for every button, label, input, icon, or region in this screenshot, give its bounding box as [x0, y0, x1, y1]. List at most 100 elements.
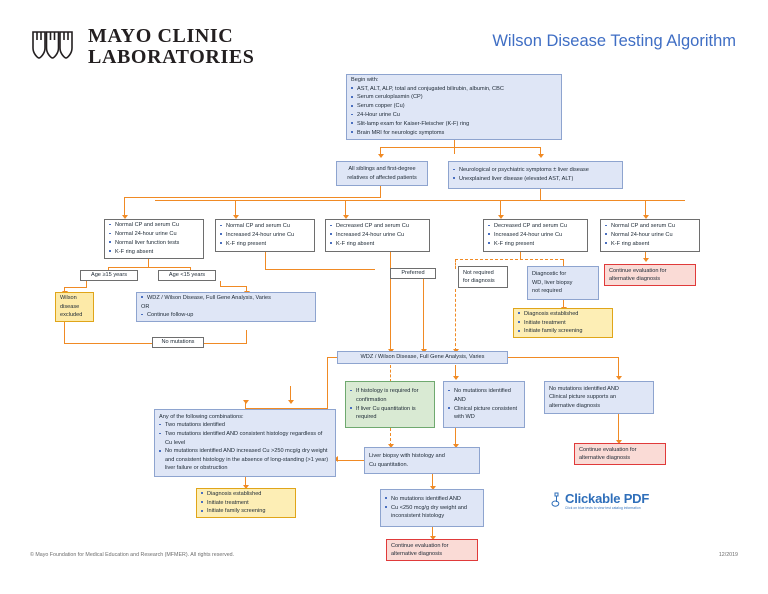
continue-eval-bottom-line-1: Continue evaluation for: [391, 542, 449, 549]
node-criteria-2: Normal CP and serum Cu Increased 24-hour…: [215, 219, 315, 252]
wdz-left-or: OR: [141, 303, 150, 310]
list-item: Diagnosis established: [518, 310, 608, 318]
node-diagnosis-established-bottom: Diagnosis established Initiate treatment…: [196, 488, 296, 518]
node-no-mutations-alt-diagnosis: No mutations identified AND Clinical pic…: [544, 381, 654, 414]
list-item: Initiate treatment: [201, 499, 291, 507]
document-date: 12/2019: [718, 552, 738, 558]
list-item: K-F ring absent: [330, 240, 425, 248]
connector-age-ge15-down1: [86, 281, 88, 288]
arrow-to-crit1: [121, 215, 128, 219]
connector-crit2-right: [265, 269, 375, 271]
connector-wdz-to-combinations-h: [245, 408, 328, 410]
clickable-pdf-badge[interactable]: Clickable PDF Click on blue tests to vie…: [551, 492, 649, 512]
mayo-shields-icon: [30, 27, 76, 67]
node-neuro-symptoms: Neurological or psychiatric symptoms ± l…: [448, 161, 623, 189]
node-no-mutations-clinical-wd: No mutations identified AND Clinical pic…: [443, 381, 525, 428]
wdz-left-list-2: Continue follow-up: [141, 311, 311, 320]
list-item: Continue follow-up: [141, 311, 311, 319]
list-item: Normal CP and serum Cu: [605, 222, 695, 230]
list-item: Decreased CP and serum Cu: [488, 222, 583, 230]
diagnostic-wd-line-3: not required: [532, 288, 562, 295]
connector-preferred-down: [423, 269, 425, 351]
connector-siblings-down: [380, 186, 382, 198]
list-item: No mutations identified AND: [385, 495, 479, 503]
siblings-line-2: relatives of affected patients: [347, 174, 417, 181]
arrow-nomut-to-biopsy: [452, 444, 459, 448]
node-combinations: Any of the following combinations: Two m…: [154, 409, 336, 477]
wdz-center-test-link[interactable]: WDZ / Wilson Disease, Full Gene Analysis…: [360, 354, 485, 361]
not-required-line-2: for diagnosis: [463, 278, 495, 284]
connector-to-age-lt15: [190, 267, 192, 270]
connector-crit3-down: [390, 252, 392, 350]
list-item: Normal CP and serum Cu: [109, 221, 199, 229]
list-item: Serum copper (Cu): [351, 102, 557, 110]
no-mut-alt-line-2: Clinical picture supports an: [549, 394, 617, 401]
arrow-to-combinations-b: [287, 400, 294, 404]
clickable-pdf-icon: [551, 492, 562, 512]
arrow-to-crit3: [342, 215, 349, 219]
connector-combinations-stub2: [290, 386, 292, 400]
node-begin-with: Begin with: AST, ALT, ALP, total and con…: [346, 74, 562, 140]
arrow-to-combinations-a: [242, 400, 249, 404]
liver-biopsy-line-2: Cu quantitation.: [369, 461, 409, 468]
diagnosis-right-list: Diagnosis established Initiate treatment…: [518, 310, 608, 337]
node-continue-eval-top: Continue evaluation for alternative diag…: [604, 264, 696, 286]
arrow-to-crit4: [497, 215, 504, 219]
begin-lead: Begin with:: [351, 77, 379, 84]
node-wdz-center: WDZ / Wilson Disease, Full Gene Analysis…: [337, 351, 508, 364]
connector-crit4-down: [520, 252, 522, 260]
arrow-to-continue-eval-top: [642, 258, 649, 262]
connector-wdz-left-stub: [327, 357, 337, 359]
node-criteria-1: Normal CP and serum Cu Normal 24-hour ur…: [104, 219, 204, 259]
connector-bus-to-crit2: [235, 200, 237, 216]
connector-no-mutations-up: [64, 322, 66, 344]
continue-eval-bottom-line-2: alternative diagnosis: [391, 551, 442, 557]
connector-to-diagnostic-wd: [563, 259, 565, 268]
list-item: K-F ring absent: [109, 248, 199, 256]
criteria-4-list: Decreased CP and serum Cu Increased 24-h…: [488, 222, 583, 249]
node-diagnostic-for-wd: Diagnostic for WD, liver biopsy not requ…: [527, 266, 599, 300]
continue-eval-mid-line-2: alternative diagnosis: [579, 455, 630, 461]
list-item: AST, ALT, ALP, total and conjugated bili…: [351, 85, 557, 93]
arrow-to-crit5: [642, 215, 649, 219]
arrow-to-siblings: [377, 154, 384, 158]
connector-bus-to-crit3: [345, 200, 347, 216]
list-item: If liver Cu quantitation is required: [350, 405, 430, 422]
arrow-biopsy-to-nomut-cu: [429, 486, 436, 490]
node-no-mutations-cu-low: No mutations identified AND Cu <250 mcg/…: [380, 489, 484, 527]
list-item: Increased 24-hour urine Cu: [488, 231, 583, 239]
connector-crit5-down: [645, 252, 647, 260]
continue-eval-top-line-1: Continue evaluation for: [609, 267, 667, 274]
list-item: K-F ring present: [220, 240, 310, 248]
connector-not-required-long-dash: [455, 289, 456, 351]
wilson-excluded-line-3: excluded: [60, 312, 83, 319]
connector-begin-bus: [380, 147, 540, 149]
wdz-left-test-link[interactable]: WDZ / Wilson Disease, Full Gene Analysis…: [141, 294, 311, 302]
connector-crit1-down: [148, 259, 150, 268]
connector-to-age-ge15: [108, 267, 110, 270]
page-title: Wilson Disease Testing Algorithm: [492, 32, 736, 50]
list-item: Normal 24-hour urine Cu: [605, 231, 695, 239]
node-age-lt-15: Age <15 years: [158, 270, 216, 281]
criteria-3-list: Decreased CP and serum Cu Increased 24-h…: [330, 222, 425, 249]
connector-combinations-stub: [245, 401, 247, 409]
node-liver-biopsy: Liver biopsy with histology and Cu quant…: [364, 447, 480, 474]
list-item: Initiate family screening: [518, 327, 608, 335]
connector-to-neuro: [540, 147, 542, 155]
arrow-to-continue-eval-mid: [615, 440, 622, 444]
list-item: Slit-lamp exam for Kaiser-Fleischer (K-F…: [351, 120, 557, 128]
list-item: Initiate treatment: [518, 319, 608, 327]
not-required-line-1: Not required: [463, 269, 494, 276]
node-criteria-3: Decreased CP and serum Cu Increased 24-h…: [325, 219, 430, 252]
connector-bus-to-crit4: [500, 200, 502, 216]
siblings-line-1: All siblings and first-degree: [348, 166, 416, 173]
node-histology-required: If histology is required for confirmatio…: [345, 381, 435, 428]
diagnostic-wd-line-1: Diagnostic for: [532, 271, 567, 278]
node-criteria-5: Normal CP and serum Cu Normal 24-hour ur…: [600, 219, 700, 252]
connector-siblings-bus: [124, 197, 381, 199]
node-age-ge-15: Age ≥15 years: [80, 270, 138, 281]
list-item: Diagnosis established: [201, 490, 291, 498]
arrow-to-no-mut-clinical: [452, 376, 459, 380]
connector-biopsy-down: [432, 474, 434, 488]
